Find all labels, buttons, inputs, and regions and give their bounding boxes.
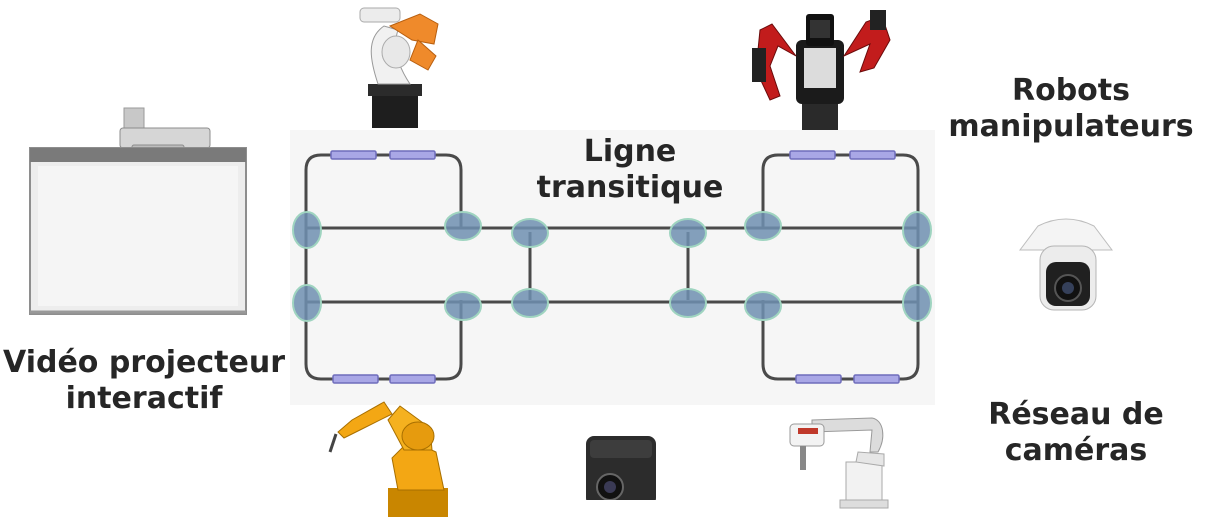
label-video-projector-line2: interactif: [65, 381, 223, 416]
junction-node: [902, 284, 932, 322]
junction-node: [744, 291, 782, 321]
scara-robot-icon: [789, 417, 889, 509]
junction-node: [511, 218, 549, 248]
junction-node: [444, 211, 482, 241]
junction-node: [744, 211, 782, 241]
shuttle: [389, 374, 436, 384]
junction-node: [292, 284, 322, 322]
label-transit-line-line2: transitique: [536, 170, 724, 205]
label-transit-line: Ligne transitique: [520, 134, 740, 206]
track-left-lower-loop: [304, 300, 463, 381]
box-camera-icon: [586, 436, 656, 506]
shuttle: [795, 374, 842, 384]
label-cameras: Réseau de caméras: [966, 397, 1186, 469]
shuttles: [330, 150, 900, 384]
junction-node: [669, 218, 707, 248]
shuttle: [330, 150, 377, 160]
transit-line: [304, 153, 920, 381]
junction-node: [292, 211, 322, 249]
shuttle: [332, 374, 379, 384]
label-cameras-line1: Réseau de: [988, 397, 1164, 432]
label-transit-line-line1: Ligne: [583, 134, 677, 169]
junction-node: [669, 288, 707, 318]
label-robots-line1: Robots: [1012, 73, 1130, 108]
track-left-upper-loop: [304, 153, 463, 228]
label-video-projector-line1: Vidéo projecteur: [3, 345, 285, 380]
label-cameras-line2: caméras: [1004, 433, 1148, 468]
label-video-projector: Vidéo projecteur interactif: [2, 345, 286, 417]
dome-ptz-camera-icon: [1019, 218, 1113, 311]
whiteboard-projector-icon: [29, 107, 247, 315]
junction-nodes: [292, 211, 932, 322]
transit-backdrop: [290, 130, 935, 405]
shuttle: [849, 150, 896, 160]
dual-arm-red-robot-icon: [752, 10, 891, 130]
shuttle: [853, 374, 900, 384]
track-right-upper-loop: [761, 153, 920, 228]
shuttle: [389, 150, 436, 160]
label-robots-line2: manipulateurs: [948, 109, 1194, 144]
shuttle: [789, 150, 836, 160]
junction-node: [444, 291, 482, 321]
junction-node: [511, 288, 549, 318]
industrial-robot-arm-white-orange-icon: [359, 7, 439, 128]
label-robots: Robots manipulateurs: [940, 73, 1202, 145]
junction-node: [902, 211, 932, 249]
yellow-industrial-robot-arm-icon: [328, 401, 448, 517]
